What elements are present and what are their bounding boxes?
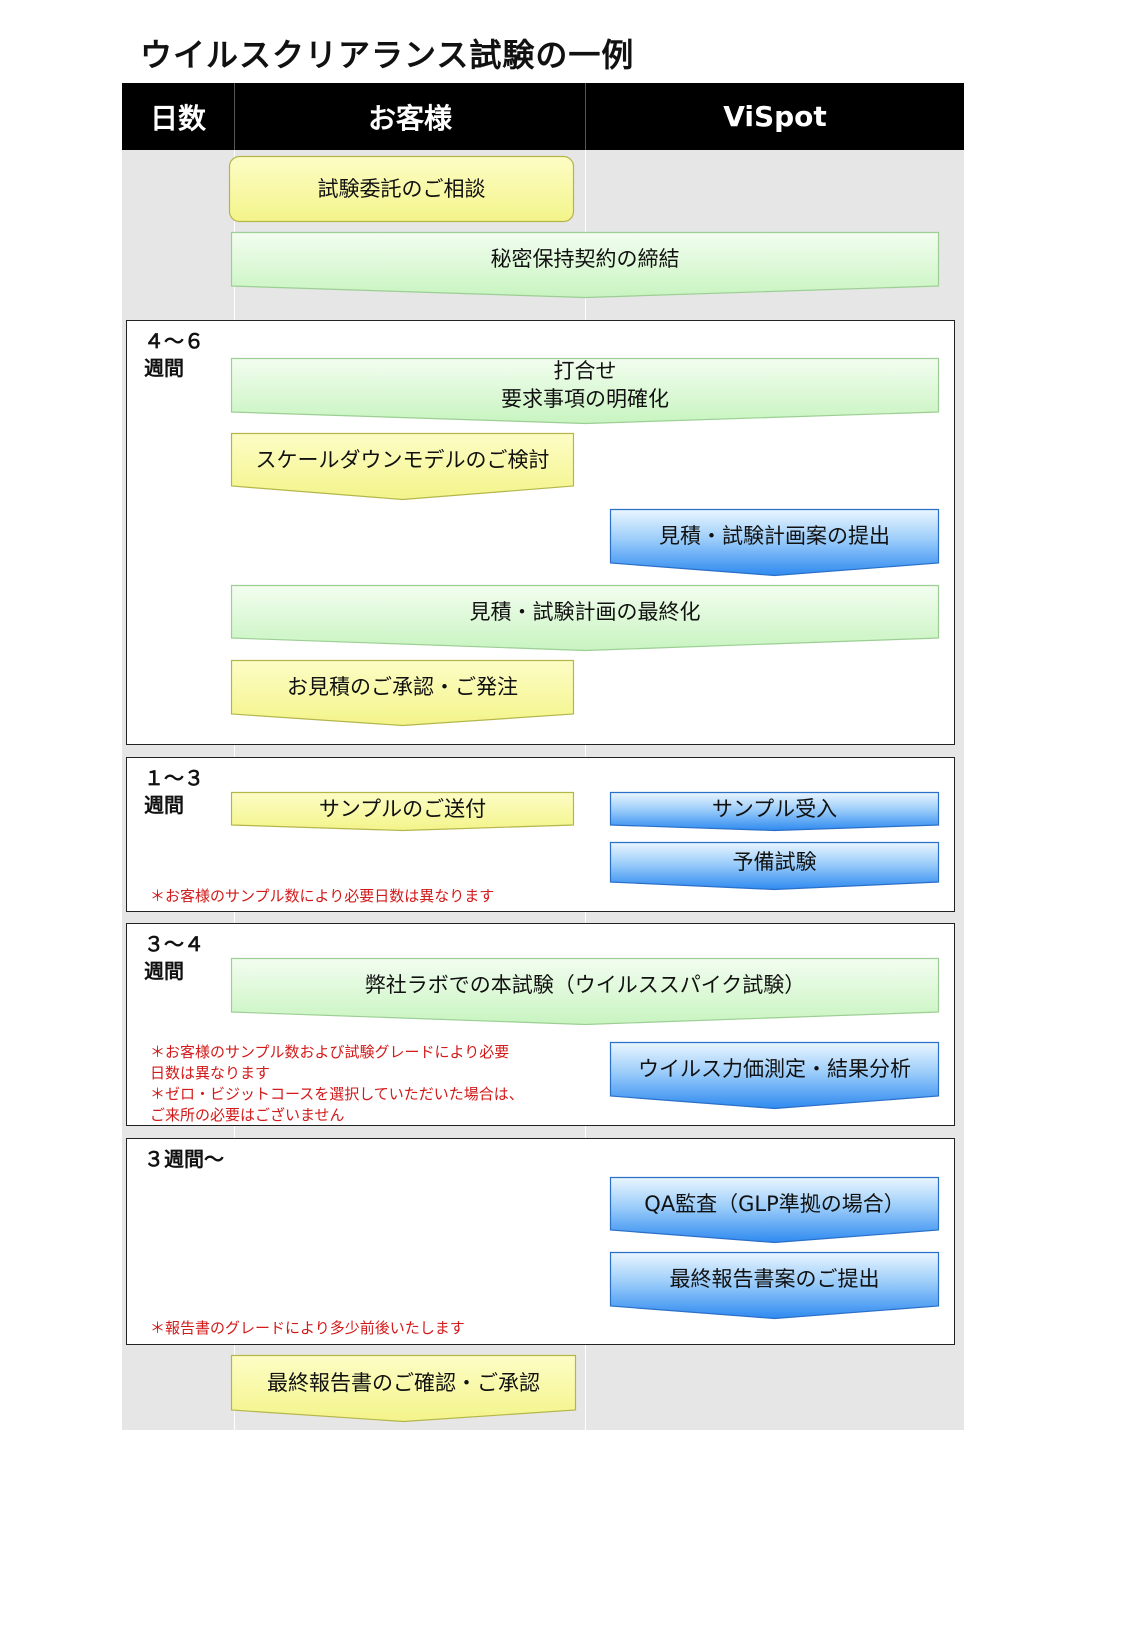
step-shape-fill (609, 1176, 940, 1244)
period-label: ３～４ 週間 (144, 932, 204, 983)
step-shape-fill (609, 1251, 940, 1320)
step-pretest: 予備試験 (609, 841, 940, 891)
step-sample-send: サンプルのご送付 (230, 791, 575, 832)
step-shape (230, 659, 575, 727)
header-vispot: ViSpot (723, 100, 827, 133)
step-shape (230, 584, 940, 652)
section-note: ＊報告書のグレードにより多少前後いたします (150, 1319, 465, 1337)
step-shape-fill (230, 659, 575, 727)
step-shape (609, 791, 940, 832)
step-shape (609, 1041, 940, 1110)
step-shape (230, 231, 940, 299)
header-divider (585, 83, 586, 150)
step-shape-fill (230, 791, 575, 832)
step-shape (230, 1354, 577, 1423)
step-shape-fill (230, 1354, 577, 1423)
step-shape-fill (228, 155, 575, 223)
period-label: ４～６ 週間 (144, 329, 204, 380)
header-days: 日数 (149, 101, 206, 135)
step-shape-fill (609, 791, 940, 832)
step-shape (230, 357, 940, 425)
step-final-report: 最終報告書のご確認・ご承認 (230, 1354, 577, 1423)
step-shape-fill (609, 1041, 940, 1110)
step-order: お見積のご承認・ご発注 (230, 659, 575, 727)
step-shape (230, 432, 575, 501)
page-title: ウイルスクリアランス試験の一例 (140, 36, 635, 74)
step-shape (609, 841, 940, 891)
step-shape-fill (230, 584, 940, 652)
step-sample-receive: サンプル受入 (609, 791, 940, 832)
step-shape (228, 155, 575, 223)
step-shape (230, 791, 575, 832)
step-shape (609, 508, 940, 577)
header-divider (234, 83, 235, 150)
step-nda: 秘密保持契約の締結 (230, 231, 940, 299)
step-scaledown: スケールダウンモデルのご検討 (230, 432, 575, 501)
step-shape (230, 957, 940, 1026)
step-qa: QA監査（GLP準拠の場合） (609, 1176, 940, 1244)
step-shape-fill (230, 957, 940, 1026)
step-shape (609, 1176, 940, 1244)
period-label: １～３ 週間 (144, 766, 204, 817)
header-customer: お客様 (367, 101, 452, 135)
step-shape-fill (230, 432, 575, 501)
step-shape-fill (230, 357, 940, 425)
step-final-plan: 見積・試験計画の最終化 (230, 584, 940, 652)
section-note: ＊お客様のサンプル数および試験グレードにより必要 日数は異なります ＊ゼロ・ビジ… (150, 1043, 524, 1124)
step-shape-fill (230, 231, 940, 299)
step-quote-plan: 見積・試験計画案の提出 (609, 508, 940, 577)
step-meeting: 打合せ 要求事項の明確化 (230, 357, 940, 425)
period-label: ３週間～ (144, 1147, 224, 1171)
section-note: ＊お客様のサンプル数により必要日数は異なります (150, 887, 495, 905)
step-main-test: 弊社ラボでの本試験（ウイルススパイク試験） (230, 957, 940, 1026)
step-shape (609, 1251, 940, 1320)
step-shape-fill (609, 841, 940, 891)
step-titer: ウイルス力価測定・結果分析 (609, 1041, 940, 1110)
step-shape-fill (609, 508, 940, 577)
table-header: 日数 お客様 ViSpot (122, 83, 964, 150)
step-consult: 試験委託のご相談 (228, 155, 575, 223)
step-draft-report: 最終報告書案のご提出 (609, 1251, 940, 1320)
